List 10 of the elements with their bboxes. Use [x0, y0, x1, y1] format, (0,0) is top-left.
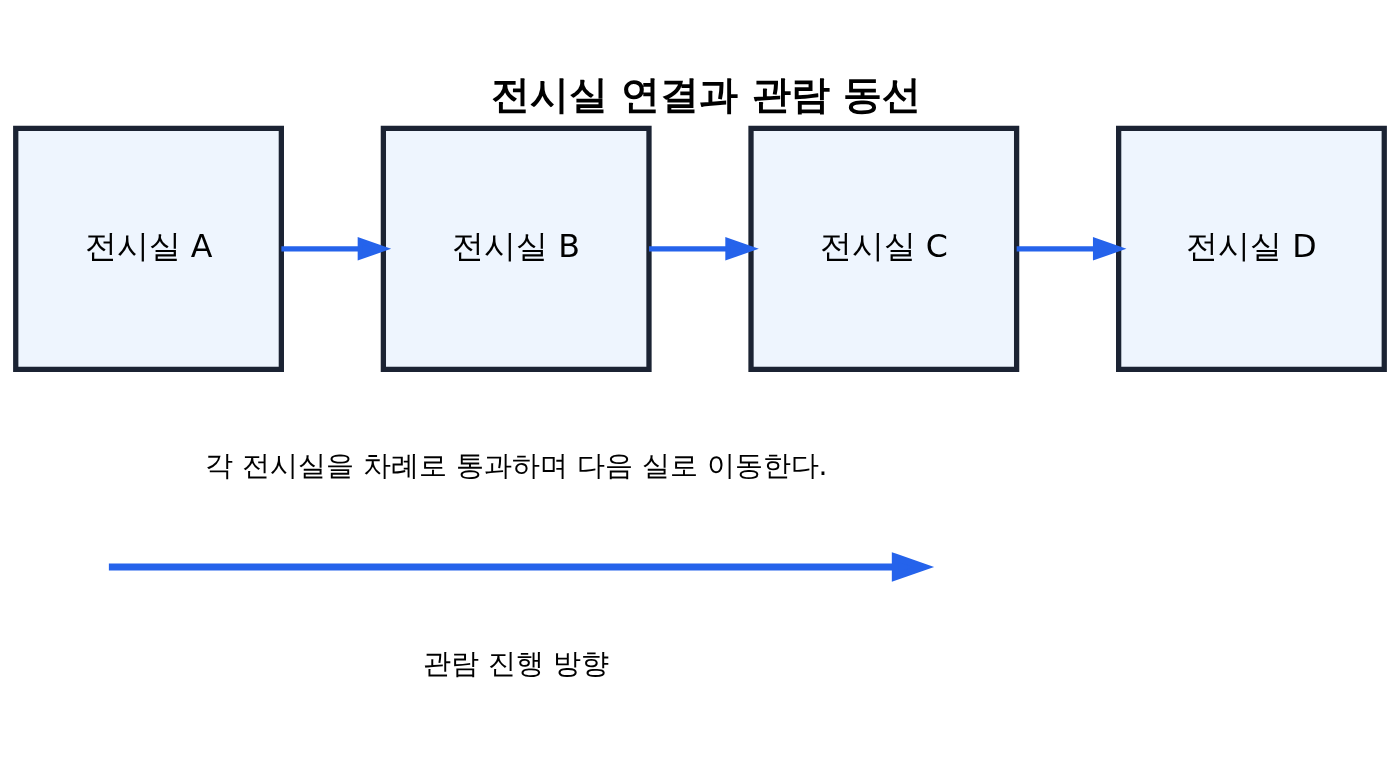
node-box: 전시실 A [13, 125, 284, 372]
diagram-title: 전시실 연결과 관람 동선 [490, 71, 922, 117]
label: 관람 진행 방향 [423, 646, 610, 680]
node-box: 전시실 C [748, 125, 1020, 372]
arrow [649, 236, 759, 261]
label: 각 전시실을 차례로 통과하며 다음 실로 이동한다. [204, 448, 828, 481]
node-box: 전시실 B [380, 125, 652, 372]
arrow [1016, 236, 1127, 261]
node-box: 전시실 D [1116, 125, 1387, 372]
arrow [281, 236, 392, 261]
